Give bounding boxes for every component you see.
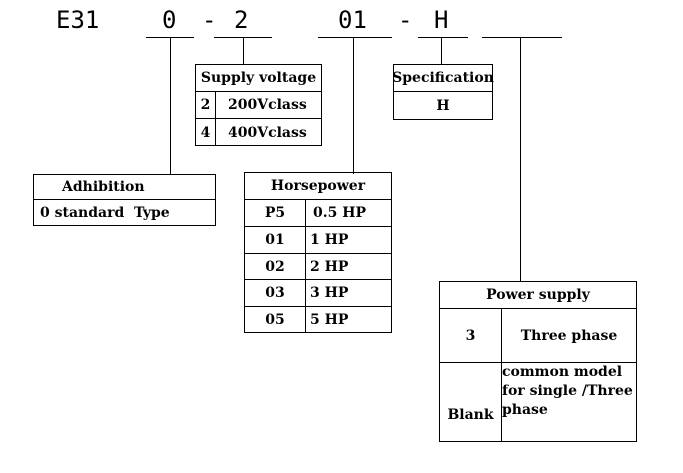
power-supply-value-cell: common model for single /Three phase <box>502 364 633 418</box>
code-dash-2: - <box>398 6 413 34</box>
connector-adhibition <box>170 37 171 174</box>
horsepower-code-cell: P5 <box>264 205 286 221</box>
specification-title: Specification <box>392 70 494 86</box>
specification-value: H <box>436 97 450 114</box>
voltage-value-cell: 200Vclass <box>228 97 307 113</box>
connector-horsepower <box>353 37 354 174</box>
horsepower-code-cell: 01 <box>265 232 285 248</box>
specification-table: Specification H <box>392 64 494 120</box>
horsepower-value-cell: 3 HP <box>310 285 349 301</box>
horsepower-value-cell: 1 HP <box>310 232 349 248</box>
power-supply-table: Power supply 3 Three phase Blank common … <box>439 281 637 442</box>
connector-voltage <box>243 37 244 64</box>
adhibition-value: 0 standard Type <box>40 204 170 221</box>
voltage-value-cell: 400Vclass <box>228 124 307 141</box>
horsepower-table: Horsepower P5 0.5 HP 01 1 HP 02 2 HP 03 … <box>244 172 392 333</box>
horsepower-value-cell: 2 HP <box>310 258 349 275</box>
power-supply-code-cell: Blank <box>447 407 494 423</box>
supply-voltage-title: Supply voltage <box>200 70 317 86</box>
adhibition-table: Adhibition 0 standard Type <box>33 174 216 226</box>
adhibition-title: Adhibition <box>62 179 145 195</box>
code-dash-1: - <box>202 6 217 34</box>
code-spec: H <box>434 6 449 34</box>
underline-power-supply <box>482 37 562 38</box>
underline-horsepower <box>318 37 392 38</box>
underline-spec <box>418 37 468 38</box>
connector-spec <box>441 37 442 64</box>
horsepower-code-cell: 05 <box>265 311 285 328</box>
horsepower-code-cell: 03 <box>265 285 285 301</box>
voltage-code-cell: 2 <box>200 97 211 113</box>
voltage-code-cell: 4 <box>200 124 211 141</box>
code-voltage: 2 <box>234 6 249 34</box>
horsepower-value-cell: 5 HP <box>310 311 349 328</box>
supply-voltage-table: Supply voltage 2 200Vclass 4 400Vclass <box>195 64 322 146</box>
horsepower-value-cell: 0.5 HP <box>313 205 366 221</box>
horsepower-title: Horsepower <box>270 178 366 194</box>
power-supply-value-cell: Three phase <box>520 327 618 344</box>
code-prefix: E31 <box>56 6 100 34</box>
power-supply-code-cell: 3 <box>465 327 476 344</box>
connector-power-supply <box>520 37 521 281</box>
code-horsepower: 01 <box>338 6 367 34</box>
horsepower-code-cell: 02 <box>265 258 285 275</box>
power-supply-title: Power supply <box>486 287 590 303</box>
code-adhibition: 0 <box>162 6 177 34</box>
